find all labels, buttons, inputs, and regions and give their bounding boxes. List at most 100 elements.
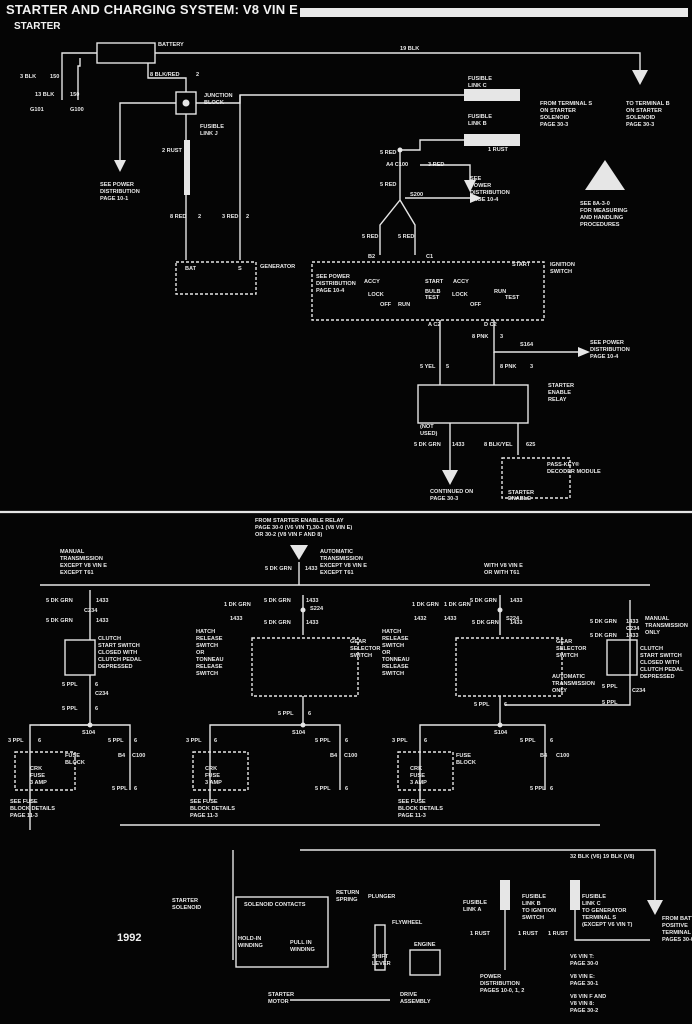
label-to-terminal-b-2: ON STARTER (626, 108, 662, 114)
label-bulb-test-2: TEST (425, 295, 440, 301)
clutch-switch-right (606, 639, 638, 676)
esd-triangle (585, 160, 625, 190)
label-r-hatch-2: RELEASE (382, 636, 409, 642)
label-to-terminal-b-4: PAGE 30-3 (626, 122, 654, 128)
label-fusible-link-a-2: LINK A (463, 907, 481, 913)
label-b2: B2 (368, 254, 375, 260)
label-see-power-4: SEE POWER (590, 340, 624, 346)
label-fusible-link-c-low-3: TO GENERATOR (582, 908, 626, 914)
label-wire-5yel: 5 YEL (420, 364, 436, 370)
label-power-dist-low-2: DISTRIBUTION (480, 981, 520, 987)
label-r-c100: C100 (556, 753, 569, 759)
label-wire-5red-b: 5 RED (380, 182, 396, 188)
label-wire-3red-b: 3 RED (428, 162, 444, 168)
label-v8-vin-e-2: PAGE 30-1 (570, 981, 598, 987)
label-m-5ppl-3: 5 PPL (315, 786, 331, 792)
label-starter-motor-2: MOTOR (268, 999, 289, 1005)
gear-selector-middle (251, 637, 359, 697)
label-from-battery-3: TERMINAL (662, 930, 691, 936)
label-r-clutch-4: CLUTCH PEDAL (640, 667, 684, 673)
label-r-auto-3: ONLY (552, 688, 567, 694)
label-pass-key-2: DECODER MODULE (547, 469, 601, 475)
engine-box (409, 949, 441, 976)
label-see-power-1b: DISTRIBUTION (100, 189, 140, 195)
label-r-seefuse-2: BLOCK DETAILS (398, 806, 443, 812)
label-c2-a: A C2 (428, 322, 441, 328)
label-see-power-3: SEE POWER (316, 274, 350, 280)
label-m-5ppl: 5 PPL (278, 711, 294, 717)
label-fusible-link-b-low: FUSIBLE (522, 894, 546, 900)
generator-box (175, 261, 257, 295)
label-r-1dkgrn: 1 DK GRN (412, 602, 439, 608)
label-r-1dkgrn-2: 1 DK GRN (444, 602, 471, 608)
label-wire-150-a: 150 (50, 74, 59, 80)
label-s164: S164 (520, 342, 534, 348)
label-fusible-link-b-low-3: TO IGNITION (522, 908, 556, 914)
model-year: 1992 (117, 932, 142, 944)
label-l-c234b: C234 (95, 691, 109, 697)
label-see-power-1: SEE POWER (100, 182, 134, 188)
label-auto-trans-3: EXCEPT V8 VIN E (320, 563, 367, 569)
label-l-3ppl: 3 PPL (8, 738, 24, 744)
label-s: S (238, 266, 242, 272)
label-starter-solenoid-2: SOLENOID (172, 905, 201, 911)
label-1rust-b: 1 RUST (518, 931, 538, 937)
connector-a-top (632, 70, 648, 85)
label-r-clutch-2: START SWITCH (640, 653, 682, 659)
label-r-manual: MANUAL (645, 616, 670, 622)
label-start-2: START (425, 279, 444, 285)
label-r-gear-3: SWITCH (556, 653, 578, 659)
label-m-1433-2: 1433 (306, 620, 318, 626)
label-m-1433: 1433 (230, 616, 242, 622)
arrow-power-dist-3 (470, 193, 482, 203)
label-r-3ppl: 3 PPL (392, 738, 408, 744)
label-m-seefuse: SEE FUSE (190, 799, 218, 805)
label-not-used: (NOT (420, 424, 434, 430)
label-m-hatch: HATCH (196, 629, 215, 635)
label-r-manual-3: ONLY (645, 630, 660, 636)
label-m-b4: B4 (330, 753, 338, 759)
label-return-spring-2: SPRING (336, 897, 357, 903)
label-r-clutch-3: CLOSED WITH (640, 660, 679, 666)
label-r-auto-2: TRANSMISSION (552, 681, 595, 687)
label-v8-vin-f: V8 VIN F AND (570, 994, 606, 1000)
label-fusible-link-c: FUSIBLE (468, 76, 492, 82)
label-r-5dkgrn-2: 5 DK GRN (472, 620, 499, 626)
connector-b-lower (290, 545, 308, 560)
page-title: STARTER AND CHARGING SYSTEM: V8 VIN E (6, 2, 298, 17)
label-plunger: PLUNGER (368, 894, 395, 900)
label-r-5ppl-m: 5 PPL (602, 684, 618, 690)
label-lower-1433-top: 1433 (305, 566, 317, 572)
label-bulb-test: BULB (425, 289, 441, 295)
label-see-power-2d: PAGE 10-4 (470, 197, 499, 203)
label-accy-2: ACCY (453, 279, 469, 285)
label-drive-assembly-2: ASSEMBLY (400, 999, 431, 1005)
label-wire-1433: 1433 (452, 442, 464, 448)
label-power-dist-low-3: PAGES 10-0, 1, 2 (480, 988, 524, 994)
label-wire-5red-c: 5 RED (362, 234, 378, 240)
label-r-fuse: FUSE (456, 753, 471, 759)
label-to-terminal-b: TO TERMINAL B (626, 101, 670, 107)
fusible-link-b-top (464, 134, 520, 146)
label-r-seefuse: SEE FUSE (398, 799, 426, 805)
label-r-seefuse-3: PAGE 11-3 (398, 813, 426, 819)
label-see-8a: SEE 8A-3-0 (580, 201, 610, 207)
label-r-hatch: HATCH (382, 629, 401, 635)
label-see-power-2b: POWER (470, 183, 491, 189)
label-l-fuse: FUSE (65, 753, 80, 759)
label-auto-trans-4: EXCEPT T61 (320, 570, 354, 576)
label-m-hatch-5: TONNEAU (196, 657, 224, 663)
label-1rust-c: 1 RUST (548, 931, 568, 937)
label-with-v8-2: OR WITH T61 (484, 570, 519, 576)
label-conn-a: A (637, 75, 641, 81)
label-l-6-3: 6 (38, 738, 41, 744)
label-r-1433-m2: 1433 (626, 633, 638, 639)
label-r-clutch: CLUTCH (640, 646, 663, 652)
label-fusible-link-c-low-2: LINK C (582, 901, 601, 907)
label-wire-5: 5 (446, 364, 449, 370)
fuse-block-left (14, 751, 76, 791)
label-wire-2rust: 2 RUST (162, 148, 182, 154)
label-r-clutch-5: DEPRESSED (640, 674, 675, 680)
